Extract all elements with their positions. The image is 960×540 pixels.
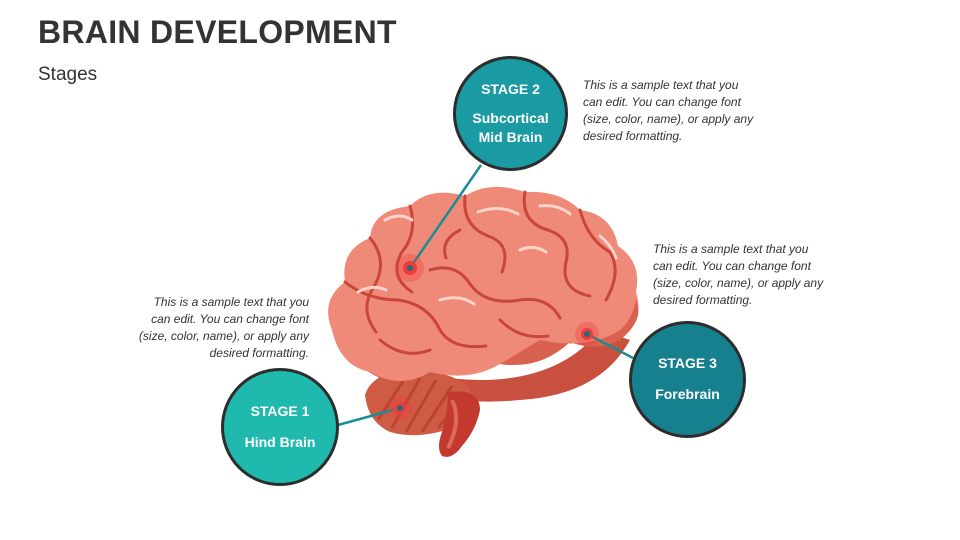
- stage-2-label: STAGE 2: [481, 81, 540, 97]
- stage-2-description: This is a sample text that you can edit.…: [583, 77, 758, 145]
- stage-3-name: Forebrain: [655, 385, 720, 404]
- stage-1-label: STAGE 1: [251, 403, 310, 419]
- stage-3-description: This is a sample text that you can edit.…: [653, 241, 828, 309]
- stage-1-circle: STAGE 1 Hind Brain: [221, 368, 339, 486]
- stage-3-circle: STAGE 3 Forebrain: [629, 321, 746, 438]
- stage-2-circle: STAGE 2 Subcortical Mid Brain: [453, 56, 568, 171]
- stage-1-name: Hind Brain: [245, 433, 316, 452]
- stage-1-description: This is a sample text that you can edit.…: [134, 294, 309, 362]
- stage-2-name-line2: Mid Brain: [479, 128, 543, 147]
- stage-2-name-line1: Subcortical: [472, 109, 548, 128]
- stage-3-label: STAGE 3: [658, 355, 717, 371]
